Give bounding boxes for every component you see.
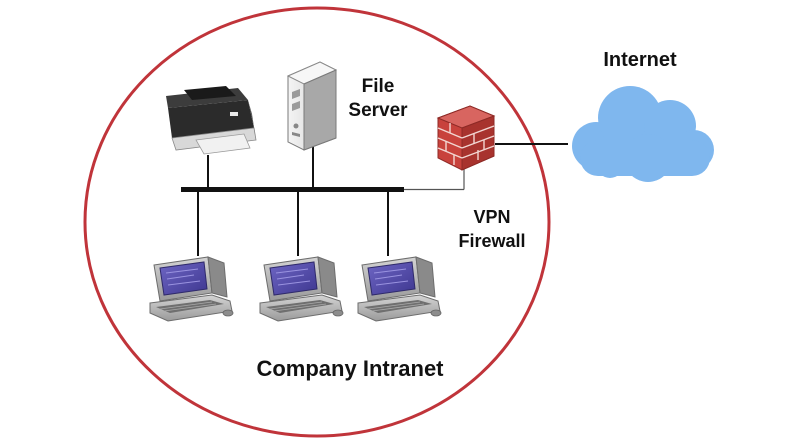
printer-icon <box>166 86 257 155</box>
workstation-icon-3 <box>357 256 442 322</box>
internet-label: Internet <box>603 49 677 71</box>
workstation-icon-2 <box>259 256 344 322</box>
intranet-boundary <box>83 6 551 438</box>
intranet-label: Company Intranet <box>256 356 444 381</box>
firewall-icon <box>436 105 496 171</box>
workstation-icon-1 <box>149 256 234 322</box>
network-bus <box>181 187 404 192</box>
file-server-label-line2: Server <box>348 100 408 121</box>
internet-cloud-icon <box>572 86 714 182</box>
vpn-firewall-label: VPN Firewall <box>432 205 552 253</box>
file-server-label: File Server <box>338 75 418 123</box>
vpn-firewall-label-line2: Firewall <box>458 231 526 251</box>
vpn-firewall-label-line1: VPN <box>473 207 511 227</box>
file-server-label-line1: File <box>361 76 395 97</box>
file-server-icon <box>286 61 338 151</box>
